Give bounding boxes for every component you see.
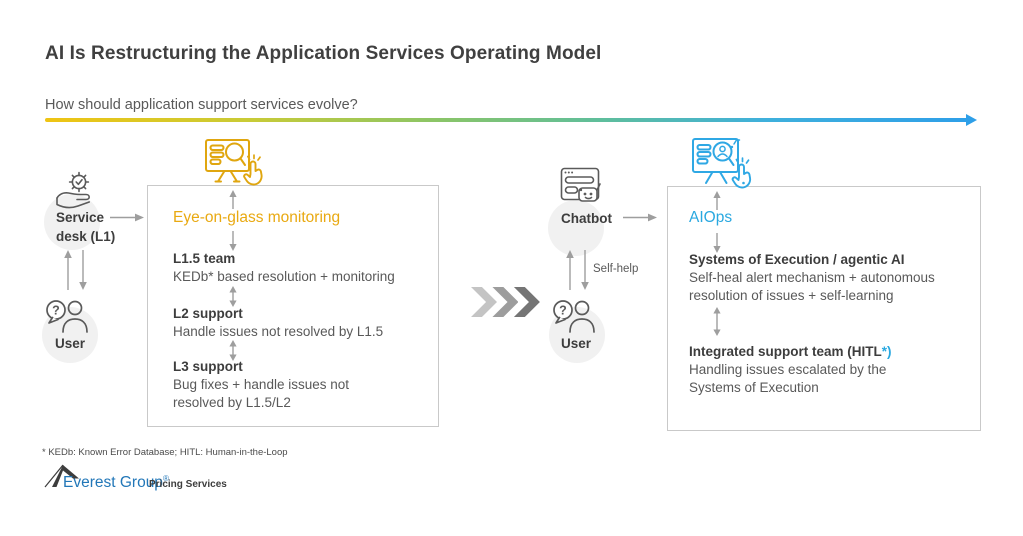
chevron-1-icon [471,287,497,317]
chatbot-window-icon [560,167,601,202]
monitor-agent-hand-icon [692,138,752,189]
eye-on-glass-title: Eye-on-glass monitoring [173,209,341,226]
self-help-label: Self-help [593,263,639,275]
arrow-right-icon [110,213,144,222]
gradient-timeline-arrow [45,118,968,122]
level-heading: L3 support [173,359,243,374]
arrow-right-icon [623,213,657,222]
item-body: Handling issues escalated by the Systems… [689,362,887,395]
systems-of-execution-item: Systems of Execution / agentic AI Self-h… [689,251,967,305]
service-desk-circle [44,194,100,250]
item-heading: Systems of Execution / agentic AI [689,252,905,267]
integrated-support-item: Integrated support team (HITL*) Handling… [689,343,967,397]
arrow-up-icon [229,190,237,209]
arrow-down-icon [581,250,589,290]
item-heading-accent: *) [881,344,892,359]
eye-on-glass-box: Eye-on-glass monitoring L1.5 team KEDb* … [147,185,439,427]
level-heading: L2 support [173,306,243,321]
aiops-title: AIOps [689,209,733,226]
arrow-up-down-icon [229,340,237,361]
arrow-up-down-icon [229,286,237,307]
gradient-arrowhead-icon [966,114,977,126]
arrow-up-icon [713,191,721,210]
item-body: Self-heal alert mechanism + autonomous r… [689,270,935,303]
arrow-down-icon [79,250,87,290]
level-item-l15: L1.5 team KEDb* based resolution + monit… [173,250,431,286]
svg-text:?: ? [52,304,60,318]
item-heading: Integrated support team (HITL*) [689,343,967,361]
arrow-down-icon [229,231,237,251]
aiops-box: AIOps Systems of Execution / agentic AI … [667,186,981,431]
chatbot-circle [548,200,604,256]
brand-name: Everest Group [63,474,163,492]
chatbot-label: Chatbot [561,211,612,226]
level-item-l2: L2 support Handle issues not resolved by… [173,305,431,341]
level-item-l3: L3 support Bug fixes + handle issues not… [173,358,431,412]
arrow-up-icon [64,250,72,290]
everest-group-wordmark: Everest Group® [63,474,169,492]
user-label: User [561,336,592,351]
level-body: Bug fixes + handle issues not resolved b… [173,377,349,410]
arrow-up-down-icon [713,307,721,336]
registered-mark: ® [162,474,169,483]
arrow-up-icon [566,250,574,290]
user-question-icon: ? [553,300,595,333]
level-heading: L1.5 team [173,251,236,266]
gear-hand-icon [56,171,90,209]
item-heading-main: Integrated support team (HITL [689,344,882,359]
monitor-magnifier-hand-icon [205,139,263,186]
footnote: * KEDb: Known Error Database; HITL: Huma… [42,447,288,458]
page-question: How should application support services … [45,97,358,113]
pricing-services-label: Pricing Services [149,479,227,490]
page-title: AI Is Restructuring the Application Serv… [45,43,602,64]
user-question-icon: ? [46,300,88,333]
everest-group-logo-icon [44,464,79,488]
user-label: User [55,336,86,351]
svg-text:?: ? [559,304,567,318]
arrow-down-icon [713,233,721,253]
level-body: KEDb* based resolution + monitoring [173,269,395,284]
chevron-flow-icon [471,287,540,322]
service-desk-label: Service desk (L1) [56,210,116,244]
level-body: Handle issues not resolved by L1.5 [173,324,384,339]
